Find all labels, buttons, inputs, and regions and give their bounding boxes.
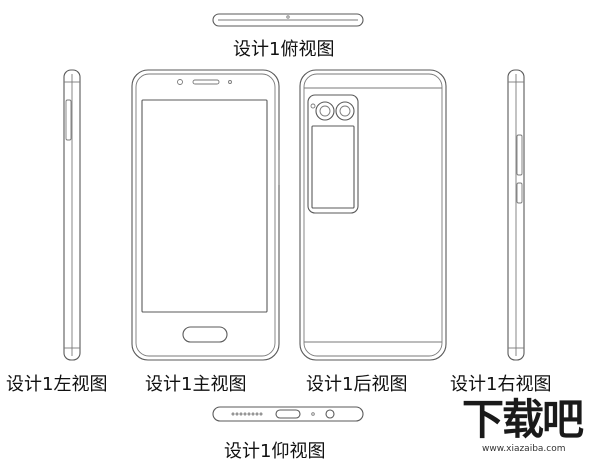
phone-top-view [212,13,364,27]
phone-back-view [299,69,447,361]
back-view-label: 设计1后视图 [306,374,408,395]
phone-front-view [131,69,280,361]
front-view-label: 设计1主视图 [145,374,247,395]
phone-left-view [63,69,81,361]
watermark-text: 下载吧 [462,395,584,444]
watermark-logo: 下载吧 www.xiazaiba.com [458,397,598,459]
phone-bottom-view [212,406,364,422]
phone-right-view [507,69,525,361]
watermark-url: www.xiazaiba.com [482,444,566,454]
right-view-label: 设计1右视图 [450,374,552,395]
left-view-label: 设计1左视图 [6,374,108,395]
bottom-view-label: 设计1仰视图 [224,441,326,462]
top-view-label: 设计1俯视图 [233,39,335,60]
